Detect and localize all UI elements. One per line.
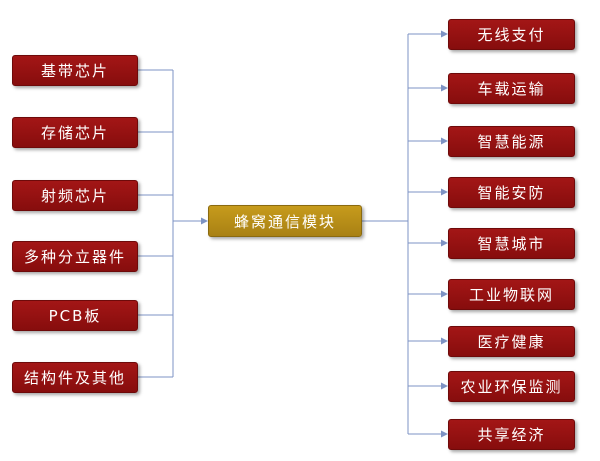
- output-node-vehicle-transport: 车载运输: [448, 73, 575, 104]
- output-node-medical-health: 医疗健康: [448, 326, 575, 357]
- input-node-pcb: PCB板: [12, 300, 138, 331]
- input-node-discrete-devices: 多种分立器件: [12, 241, 138, 272]
- right-arrowhead-2: [441, 84, 448, 92]
- input-node-rf-chip: 射频芯片: [12, 180, 138, 211]
- center-input-arrowhead: [201, 217, 208, 225]
- output-node-smart-energy: 智慧能源: [448, 126, 575, 157]
- input-node-memory-chip: 存储芯片: [12, 117, 138, 148]
- input-node-baseband-chip: 基带芯片: [12, 55, 138, 86]
- input-node-structural-parts: 结构件及其他: [12, 362, 138, 393]
- right-arrowhead-6: [441, 290, 448, 298]
- center-node-cellular-module: 蜂窝通信模块: [208, 205, 362, 237]
- output-node-wireless-payment: 无线支付: [448, 19, 575, 50]
- right-arrowhead-3: [441, 137, 448, 145]
- right-arrowhead-7: [441, 337, 448, 345]
- output-node-smart-security: 智能安防: [448, 177, 575, 208]
- right-arrowhead-9: [441, 430, 448, 438]
- output-node-industrial-iot: 工业物联网: [448, 279, 575, 310]
- right-arrowhead-1: [441, 30, 448, 38]
- output-node-agri-env-monitoring: 农业环保监测: [448, 371, 575, 402]
- output-node-smart-city: 智慧城市: [448, 228, 575, 259]
- output-node-sharing-economy: 共享经济: [448, 419, 575, 450]
- right-arrowhead-4: [441, 188, 448, 196]
- right-arrowhead-5: [441, 239, 448, 247]
- right-arrowhead-8: [441, 382, 448, 390]
